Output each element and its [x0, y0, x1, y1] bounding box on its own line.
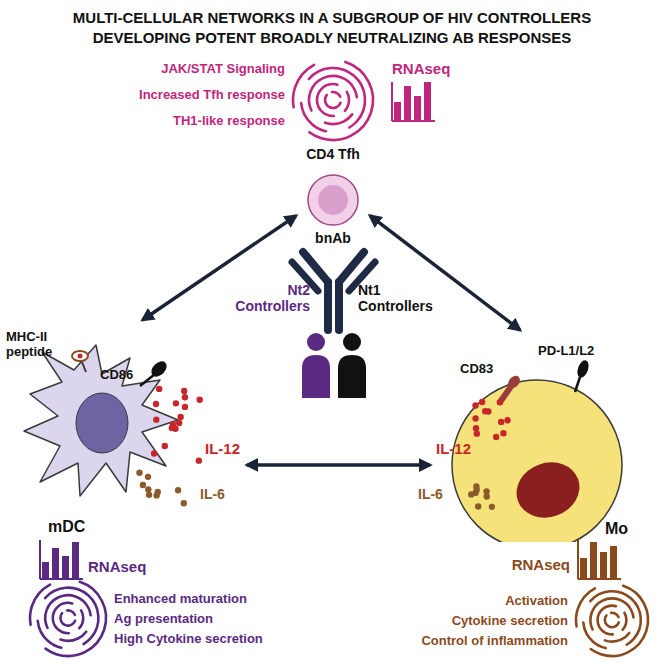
- annotation-label: Cytokine secretion: [452, 614, 568, 629]
- annotation-label: JAK/STAT Signaling: [161, 62, 285, 77]
- annotation-label: IL-6: [418, 486, 443, 502]
- spiral-icon: [283, 50, 384, 151]
- annotation-label: bnAb: [315, 230, 351, 246]
- annotation-label: IL-12: [205, 440, 240, 457]
- double-arrow: [247, 463, 430, 467]
- annotation-label: RNAseq: [392, 60, 450, 77]
- cell-label: CD4 Tfh: [306, 146, 360, 162]
- bar-icon: [40, 540, 83, 579]
- annotation-label: Control of inflammation: [421, 634, 568, 649]
- bar-icon: [392, 82, 435, 121]
- annotation-label: RNAseq: [512, 556, 570, 573]
- cell-label: Mo: [605, 520, 628, 538]
- spiral-icon: [567, 575, 658, 664]
- annotation-label: CD83: [460, 362, 493, 377]
- cytokine-dots: [468, 483, 495, 510]
- cytokine-dots: [151, 386, 203, 464]
- annotation-label: IL-12: [436, 440, 471, 457]
- cell-label: mDC: [48, 518, 85, 536]
- annotation-label: CD86: [100, 368, 133, 383]
- annotation-label: Activation: [505, 594, 568, 609]
- annotation-label: RNAseq: [88, 558, 146, 575]
- annotation-label: Increased Tfh response: [139, 88, 285, 103]
- title: MULTI-CELLULAR NETWORKS IN A SUBGROUP OF…: [22, 8, 642, 48]
- annotation-label: TH1-like response: [173, 114, 285, 129]
- annotation-label: IL-6: [200, 486, 225, 502]
- annotation-label: Enhanced maturation: [114, 592, 247, 607]
- bar-icon: [578, 540, 621, 579]
- annotation-label: High Cytokine secretion: [114, 632, 263, 647]
- annotation-label: PD-L1/L2: [538, 344, 594, 359]
- annotation-label: Nt2 Controllers: [228, 282, 310, 314]
- cytokine-dots: [136, 470, 187, 507]
- annotation-label: Nt1 Controllers: [358, 282, 440, 314]
- cytokine-dots: [472, 399, 510, 440]
- spiral-icon: [20, 570, 116, 664]
- annotation-label: MHC-II peptide: [6, 330, 68, 360]
- person-icon: [302, 333, 366, 398]
- cell-node: CD4 Tfh: [296, 146, 370, 228]
- annotation-label: Ag presentation: [114, 612, 213, 627]
